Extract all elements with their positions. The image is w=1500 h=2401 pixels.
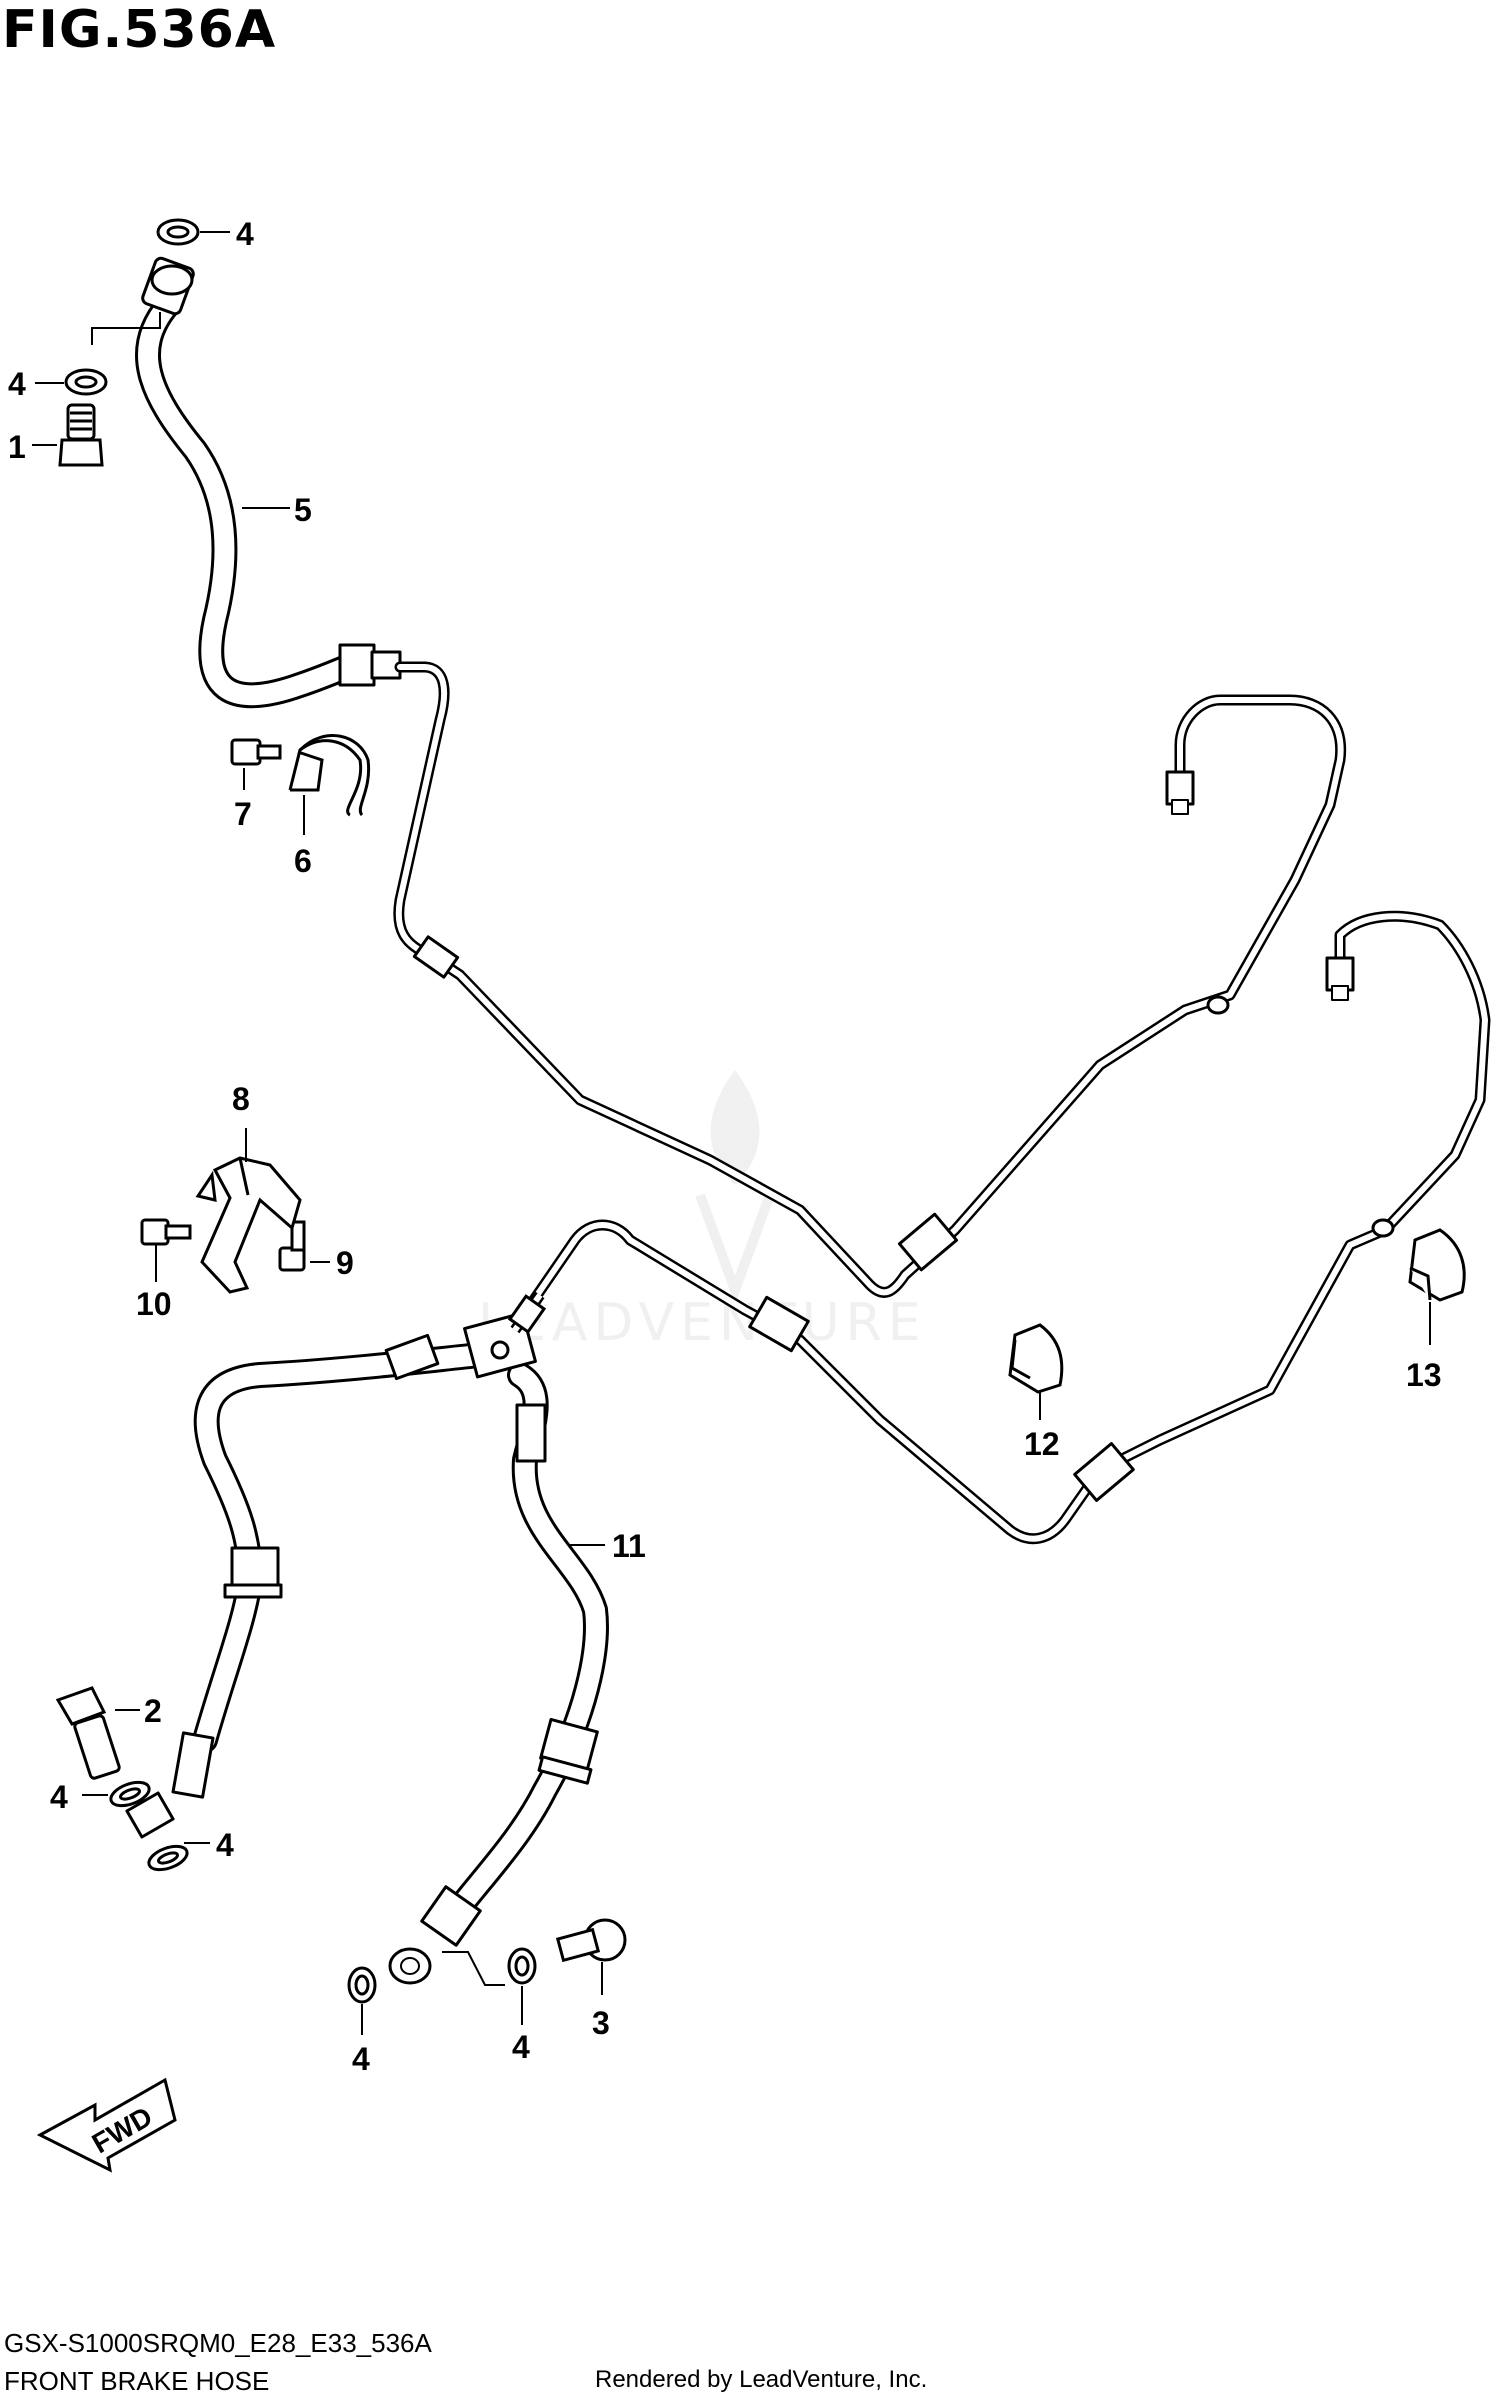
bolt-icon[interactable]: [278, 1220, 306, 1272]
callout-2: 2: [144, 1693, 162, 1729]
forward-direction-arrow: FWD: [36, 2077, 177, 2173]
callout-4: 4: [50, 1779, 68, 1815]
diagram-name: FRONT BRAKE HOSE: [4, 2366, 270, 2396]
washer-bracket: [91, 312, 161, 345]
washer-icon[interactable]: [507, 1947, 537, 1985]
callout-1: 1: [8, 429, 26, 465]
washer-icon[interactable]: [347, 1966, 377, 2004]
brake-pipe-right-run[interactable]: [514, 910, 1491, 1545]
callout-12: 12: [1024, 1426, 1060, 1462]
callout-8: 8: [232, 1081, 250, 1117]
pipe-clamp-icon[interactable]: [1408, 1228, 1466, 1302]
watermark-text: LEADVENTURE: [478, 1293, 927, 1353]
union-bolt-icon[interactable]: [58, 403, 104, 467]
callout-4: 4: [236, 216, 254, 252]
bleeder-bolt-icon[interactable]: [555, 1918, 627, 1963]
washer-bracket: [442, 1951, 505, 1986]
callout-6: 6: [294, 843, 312, 879]
brake-hose-upper[interactable]: [134, 256, 450, 961]
callout-leaders: [32, 231, 1431, 2035]
washer-icon[interactable]: [64, 368, 108, 396]
callout-3: 3: [592, 2005, 610, 2041]
callout-4: 4: [512, 2029, 530, 2065]
bolt-icon[interactable]: [140, 1218, 192, 1246]
pipe-clamp-icon[interactable]: [1008, 1323, 1064, 1394]
callout-5: 5: [294, 492, 312, 528]
brake-hose-lower[interactable]: [125, 1311, 609, 1985]
callout-4: 4: [216, 1827, 234, 1863]
splitter-connector: [507, 1291, 547, 1334]
brake-hose-bracket-icon[interactable]: [195, 1156, 302, 1294]
brake-pipe-left-run[interactable]: [412, 694, 1347, 1298]
washer-icon[interactable]: [108, 1778, 152, 1810]
callout-7: 7: [234, 796, 252, 832]
figure-title: FIG.536A: [2, 0, 277, 60]
callout-4: 4: [8, 366, 26, 402]
callout-11: 11: [612, 1528, 646, 1564]
callout-10: 10: [136, 1286, 172, 1322]
callout-9: 9: [336, 1245, 354, 1281]
leadventure-watermark: LEADVENTURE: [478, 1070, 927, 1353]
callout-4: 4: [352, 2041, 370, 2077]
union-bolt-icon[interactable]: [55, 1686, 121, 1780]
diagram-code: GSX-S1000SRQM0_E28_E33_536A: [4, 2328, 432, 2358]
callout-13: 13: [1406, 1357, 1442, 1393]
washer-icon[interactable]: [146, 1842, 190, 1874]
hose-clamp-icon[interactable]: [288, 734, 371, 817]
washer-icon[interactable]: [156, 218, 200, 246]
render-credit: Rendered by LeadVenture, Inc.: [595, 2366, 928, 2393]
bolt-icon[interactable]: [230, 738, 282, 766]
